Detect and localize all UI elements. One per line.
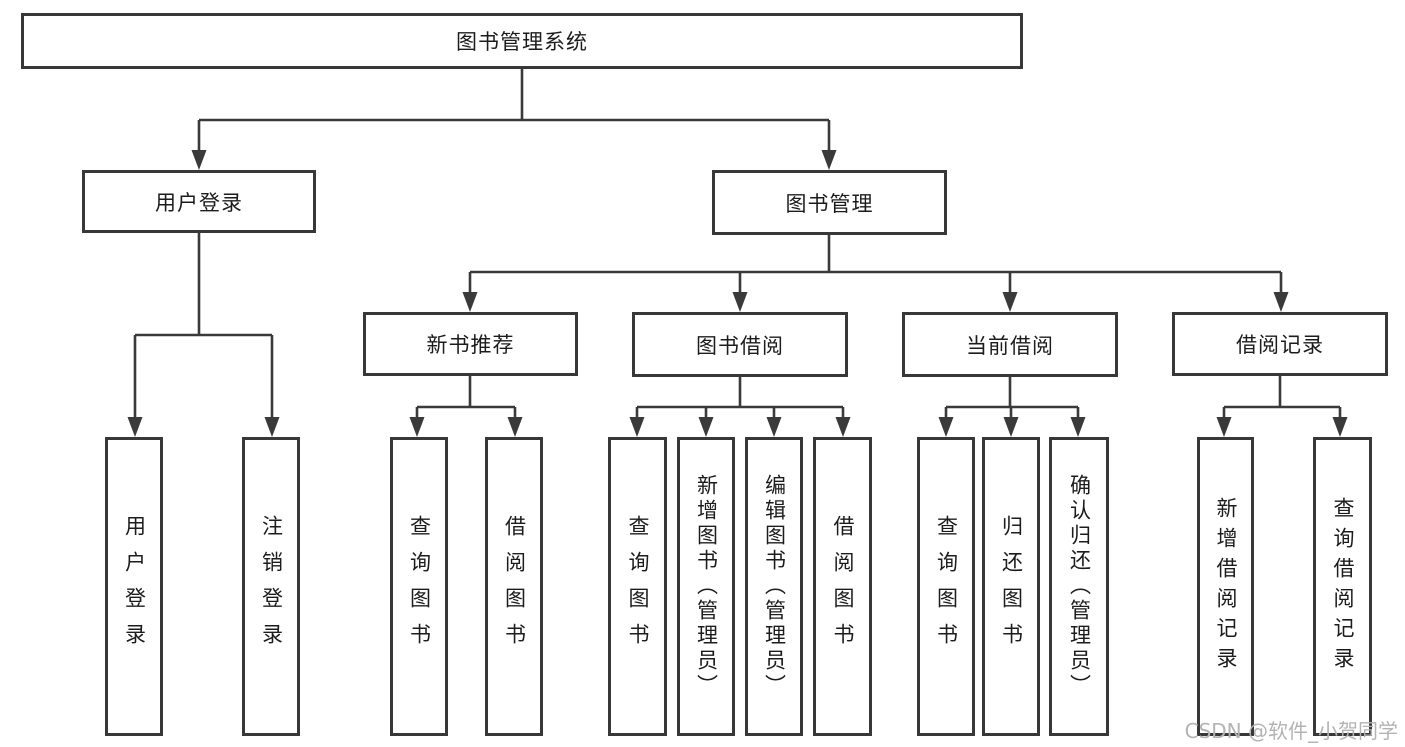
leaf-borrow-books-recommend-label: 借阅图书 <box>502 514 527 659</box>
node-user-login: 用户登录 <box>82 170 316 233</box>
node-root-label: 图书管理系统 <box>456 30 588 54</box>
leaf-add-borrow-record-label: 新增借阅记录 <box>1214 496 1238 677</box>
leaf-query-borrow-record-label: 查询借阅记录 <box>1331 496 1355 677</box>
node-book-borrow: 图书借阅 <box>632 312 848 377</box>
leaf-query-books-borrow-label: 查询图书 <box>626 514 650 659</box>
leaf-add-book-admin: 新增图书（管理员） <box>677 437 735 736</box>
leaf-confirm-return-admin: 确认归还（管理员） <box>1049 437 1109 736</box>
leaf-query-books-borrow: 查询图书 <box>608 437 667 736</box>
leaf-edit-book-admin: 编辑图书（管理员） <box>745 437 803 736</box>
leaf-borrow-books-borrow-label: 借阅图书 <box>831 514 855 659</box>
leaf-user-login-label: 用户登录 <box>122 514 147 659</box>
leaf-query-books-recommend: 查询图书 <box>390 437 448 736</box>
leaf-return-book: 归还图书 <box>982 437 1040 736</box>
leaf-add-book-admin-label: 新增图书（管理员） <box>694 474 719 699</box>
leaf-user-login: 用户登录 <box>105 437 163 736</box>
leaf-borrow-books-borrow: 借阅图书 <box>813 437 872 736</box>
node-user-login-label: 用户登录 <box>155 190 243 215</box>
node-new-book-recommend: 新书推荐 <box>363 312 578 376</box>
leaf-edit-book-admin-label: 编辑图书（管理员） <box>762 474 787 699</box>
leaf-add-borrow-record: 新增借阅记录 <box>1197 437 1254 736</box>
node-borrow-records: 借阅记录 <box>1172 312 1388 376</box>
leaf-query-books-current: 查询图书 <box>917 437 975 736</box>
node-book-management: 图书管理 <box>712 170 947 235</box>
node-book-management-label: 图书管理 <box>785 191 874 216</box>
leaf-query-books-current-label: 查询图书 <box>934 514 959 659</box>
leaf-return-book-label: 归还图书 <box>999 514 1024 659</box>
leaf-logout: 注销登录 <box>242 437 300 736</box>
node-current-borrow: 当前借阅 <box>902 312 1118 377</box>
leaf-logout-label: 注销登录 <box>259 514 284 659</box>
leaf-confirm-return-admin-label: 确认归还（管理员） <box>1067 474 1092 699</box>
leaf-query-borrow-record: 查询借阅记录 <box>1313 437 1372 736</box>
node-current-borrow-label: 当前借阅 <box>966 333 1054 358</box>
node-book-borrow-label: 图书借阅 <box>696 333 784 358</box>
node-root: 图书管理系统 <box>21 13 1023 69</box>
leaf-borrow-books-recommend: 借阅图书 <box>485 437 543 736</box>
watermark: CSDN @软件_小贺同学 <box>1184 719 1398 743</box>
node-borrow-records-label: 借阅记录 <box>1236 333 1324 357</box>
node-new-book-recommend-label: 新书推荐 <box>426 333 515 357</box>
leaf-query-books-recommend-label: 查询图书 <box>407 514 432 659</box>
